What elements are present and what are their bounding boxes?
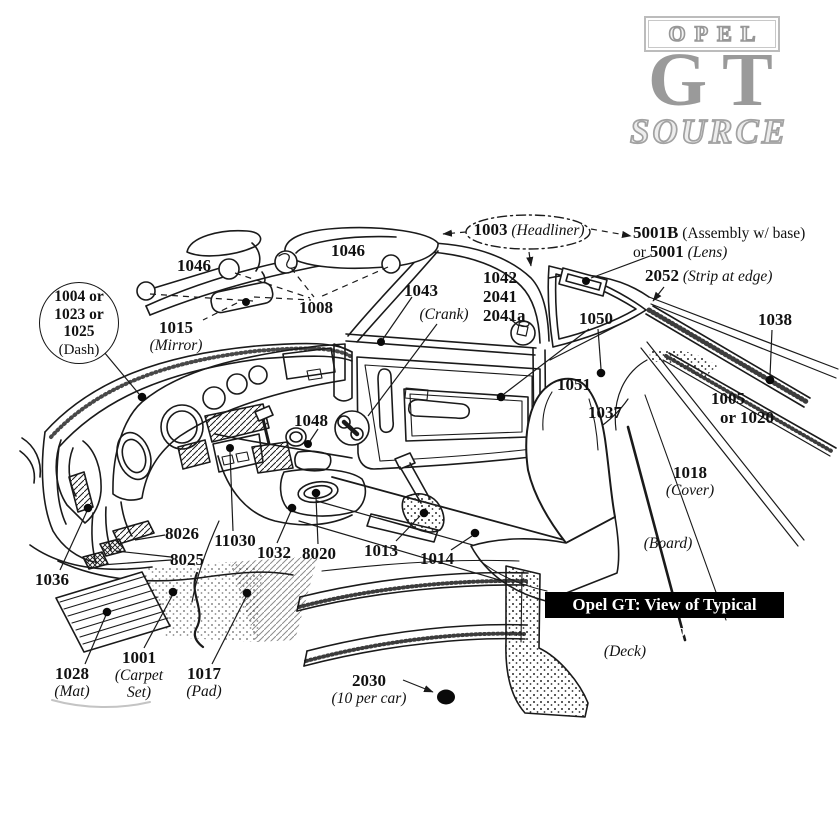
leader-line [442,229,467,237]
callout-dot [83,503,93,513]
diagram-caption: Opel GT: View of Typical Interior [545,592,784,640]
opel-emblem-inner-border: OPEL [648,20,776,48]
leader-line [508,317,520,327]
callout-dot [437,689,455,705]
leader-line [276,510,292,544]
leader-line [590,255,651,279]
source-text: SOURCE [629,111,789,152]
leader-line [597,328,602,370]
leader-line [115,550,172,558]
leader-line [234,272,311,299]
callout-dot [226,444,234,452]
callout-dot [765,375,775,385]
opel-brand-text: OPEL [668,20,765,47]
gt-model-text: GT [648,38,788,122]
leader-line [526,251,534,267]
leader-line [503,328,590,395]
leader-line [450,535,473,551]
leader-line [652,286,665,302]
callout-dot [496,392,506,402]
leader-line [143,595,173,649]
callout-dot [137,392,147,402]
callout-dot [102,607,112,617]
callout-dot [168,587,178,597]
headliner-callout-ellipse [465,214,591,250]
leader-line [211,596,247,665]
leader-line [229,451,234,532]
opel-emblem: OPEL [644,16,780,52]
leader-line [590,228,632,238]
leader-line [84,614,107,665]
leader-line [769,329,773,377]
leader-line [315,496,319,545]
leader-line [290,267,315,298]
leader-line [309,428,319,442]
leader-line [402,679,434,693]
leader-line [253,296,312,301]
callout-dots [83,277,775,705]
callout-dot [311,488,321,498]
leader-line [382,296,413,340]
leader-line [134,534,166,541]
opel-gt-source-logo: OPEL GT SOURCE [629,12,830,152]
callout-dot [304,440,312,448]
callout-dot [470,528,480,538]
leader-line [59,510,88,571]
leader-line [100,559,172,566]
leader-line [319,266,389,298]
callout-dot [582,277,590,285]
leader-line [395,515,421,542]
callout-dot [287,503,297,513]
callout-dot [419,508,429,518]
leader-line [367,323,438,417]
callout-dot [242,588,252,598]
callout-dot [242,298,250,306]
callout-dot [377,338,385,346]
callout-dot [596,368,606,378]
car-body-lines [19,214,839,718]
